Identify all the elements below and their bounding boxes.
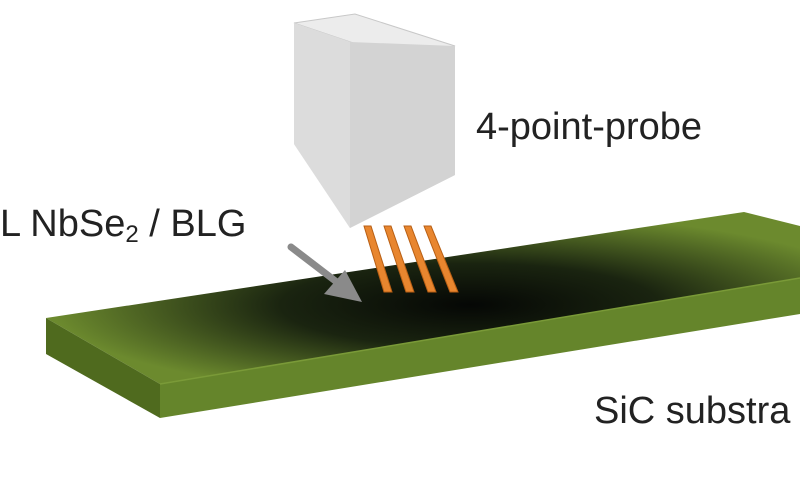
substrate-left-face: [46, 318, 160, 418]
pointer-arrow-head: [324, 270, 362, 302]
layer-label-subscript: 2: [125, 221, 139, 248]
substrate-top-face: [46, 212, 800, 384]
substrate-front-face: [160, 278, 800, 418]
substrate-front-edge: [159, 277, 800, 385]
pointer-arrow: [287, 243, 362, 302]
probe-pin-4: [423, 225, 459, 293]
substrate-label: SiC substra: [594, 390, 791, 432]
probe-pin-2: [383, 225, 415, 293]
probe-front-shade: [350, 42, 455, 228]
probe-pins: [363, 225, 459, 293]
layer-label-prefix: L NbSe: [0, 203, 126, 245]
probe-side-shade: [294, 23, 350, 228]
sic-substrate: [46, 212, 800, 418]
probe-pin-3: [403, 225, 437, 293]
probe-block: [293, 13, 456, 228]
layer-label-suffix: / BLG: [138, 203, 247, 245]
layer-label: L NbSe2 / BLG: [0, 205, 246, 247]
probe-label: 4-point-probe: [476, 106, 703, 148]
probe-pin-1: [363, 225, 393, 293]
pointer-arrow-shaft: [287, 243, 342, 287]
